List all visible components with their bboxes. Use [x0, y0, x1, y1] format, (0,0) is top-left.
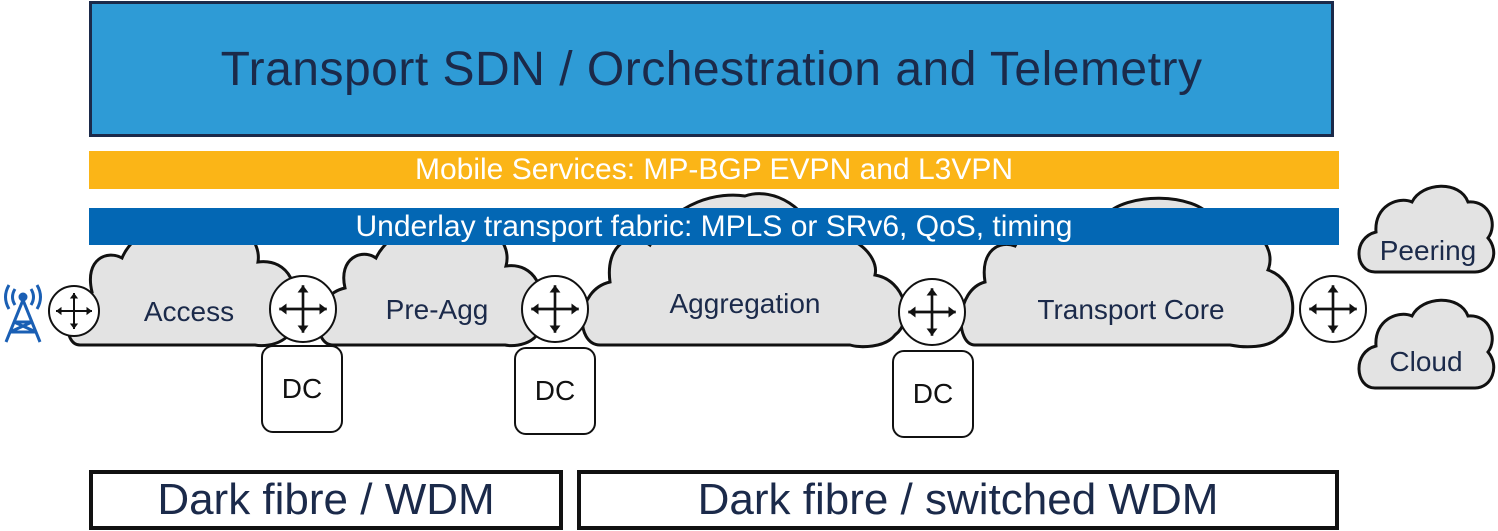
dark-fibre-switched-wdm-box: Dark fibre / switched WDM — [577, 470, 1339, 530]
datacenter-box: DC — [892, 350, 974, 438]
datacenter-box: DC — [261, 345, 343, 433]
dark-fibre-wdm-box: Dark fibre / WDM — [89, 470, 563, 530]
router-icon — [1299, 275, 1367, 343]
peering-label: Peering — [1379, 235, 1477, 266]
router-icon — [269, 275, 337, 343]
router-icon — [898, 278, 966, 346]
sdn-orchestration-banner: Transport SDN / Orchestration and Teleme… — [89, 1, 1334, 137]
access-label: Access — [143, 296, 235, 327]
cell-tower-icon — [4, 284, 42, 343]
transport-core-label: Transport Core — [1037, 294, 1225, 325]
underlay-fabric-banner: Underlay transport fabric: MPLS or SRv6,… — [89, 208, 1339, 245]
peering-cloud — [1357, 184, 1496, 274]
router-icon — [521, 275, 589, 343]
aggregation-label: Aggregation — [669, 288, 821, 319]
mobile-services-banner: Mobile Services: MP-BGP EVPN and L3VPN — [89, 151, 1339, 189]
cloud-cloud — [1357, 298, 1496, 390]
preagg-label: Pre-Agg — [385, 294, 489, 325]
datacenter-box: DC — [514, 347, 596, 435]
router-icon — [48, 285, 100, 337]
cloud-label: Cloud — [1389, 346, 1463, 377]
